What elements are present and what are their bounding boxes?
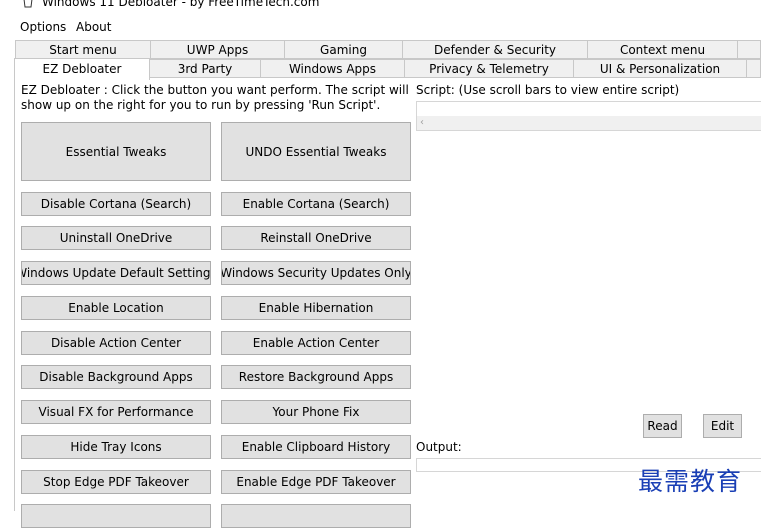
- title-bar: Windows 11 Debloater - by FreeTimeTech.c…: [0, 0, 761, 12]
- window-title: Windows 11 Debloater - by FreeTimeTech.c…: [42, 0, 320, 9]
- undo-essential-tweaks-button[interactable]: UNDO Essential Tweaks: [221, 122, 411, 181]
- partial-button-right[interactable]: [221, 504, 411, 528]
- scroll-left-icon[interactable]: ‹: [420, 117, 424, 128]
- stop-edge-pdf-takeover-button[interactable]: Stop Edge PDF Takeover: [21, 470, 211, 494]
- enable-action-center-button[interactable]: Enable Action Center: [221, 331, 411, 355]
- windows-security-updates-only-button[interactable]: Windows Security Updates Only: [221, 261, 411, 285]
- tab-3rd-party[interactable]: 3rd Party: [149, 59, 261, 78]
- uninstall-onedrive-button[interactable]: Uninstall OneDrive: [21, 226, 211, 250]
- enable-location-button[interactable]: Enable Location: [21, 296, 211, 320]
- tab-overflow[interactable]: [737, 40, 761, 59]
- tab-privacy-telemetry[interactable]: Privacy & Telemetry: [404, 59, 574, 78]
- windows-update-default-button[interactable]: Windows Update Default Settings: [21, 261, 211, 285]
- tab-windows-apps[interactable]: Windows Apps: [260, 59, 405, 78]
- hide-tray-icons-button[interactable]: Hide Tray Icons: [21, 435, 211, 459]
- enable-cortana-button[interactable]: Enable Cortana (Search): [221, 192, 411, 216]
- reinstall-onedrive-button[interactable]: Reinstall OneDrive: [221, 226, 411, 250]
- menu-bar: Options About: [0, 15, 761, 39]
- enable-edge-pdf-takeover-button[interactable]: Enable Edge PDF Takeover: [221, 470, 411, 494]
- enable-clipboard-history-button[interactable]: Enable Clipboard History: [221, 435, 411, 459]
- tab-uwp-apps[interactable]: UWP Apps: [150, 40, 285, 59]
- tab-start-menu[interactable]: Start menu: [15, 40, 151, 59]
- your-phone-fix-button[interactable]: Your Phone Fix: [221, 400, 411, 424]
- script-horizontal-scrollbar[interactable]: ‹: [417, 116, 761, 130]
- tab-defender-security[interactable]: Defender & Security: [402, 40, 588, 59]
- disable-background-apps-button[interactable]: Disable Background Apps: [21, 365, 211, 389]
- watermark-text: 最需教育: [638, 467, 743, 496]
- instructions-text: EZ Debloater : Click the button you want…: [21, 83, 409, 112]
- tab-ui-personalization[interactable]: UI & Personalization: [573, 59, 747, 78]
- restore-background-apps-button[interactable]: Restore Background Apps: [221, 365, 411, 389]
- tab-gaming[interactable]: Gaming: [284, 40, 403, 59]
- disable-action-center-button[interactable]: Disable Action Center: [21, 331, 211, 355]
- visual-fx-performance-button[interactable]: Visual FX for Performance: [21, 400, 211, 424]
- menu-about[interactable]: About: [76, 20, 112, 34]
- app-icon: [23, 0, 33, 8]
- script-label: Script: (Use scroll bars to view entire …: [416, 83, 680, 97]
- partial-button-left[interactable]: [21, 504, 211, 528]
- output-label: Output:: [416, 440, 462, 454]
- read-button[interactable]: Read: [643, 414, 682, 438]
- tab-overflow-2[interactable]: [746, 59, 761, 78]
- enable-hibernation-button[interactable]: Enable Hibernation: [221, 296, 411, 320]
- edit-button[interactable]: Edit: [703, 414, 742, 438]
- output-textbox[interactable]: [416, 458, 761, 472]
- tab-context-menu[interactable]: Context menu: [587, 40, 738, 59]
- essential-tweaks-button[interactable]: Essential Tweaks: [21, 122, 211, 181]
- menu-options[interactable]: Options: [20, 20, 67, 34]
- disable-cortana-button[interactable]: Disable Cortana (Search): [21, 192, 211, 216]
- tab-ez-debloater[interactable]: EZ Debloater: [14, 58, 150, 80]
